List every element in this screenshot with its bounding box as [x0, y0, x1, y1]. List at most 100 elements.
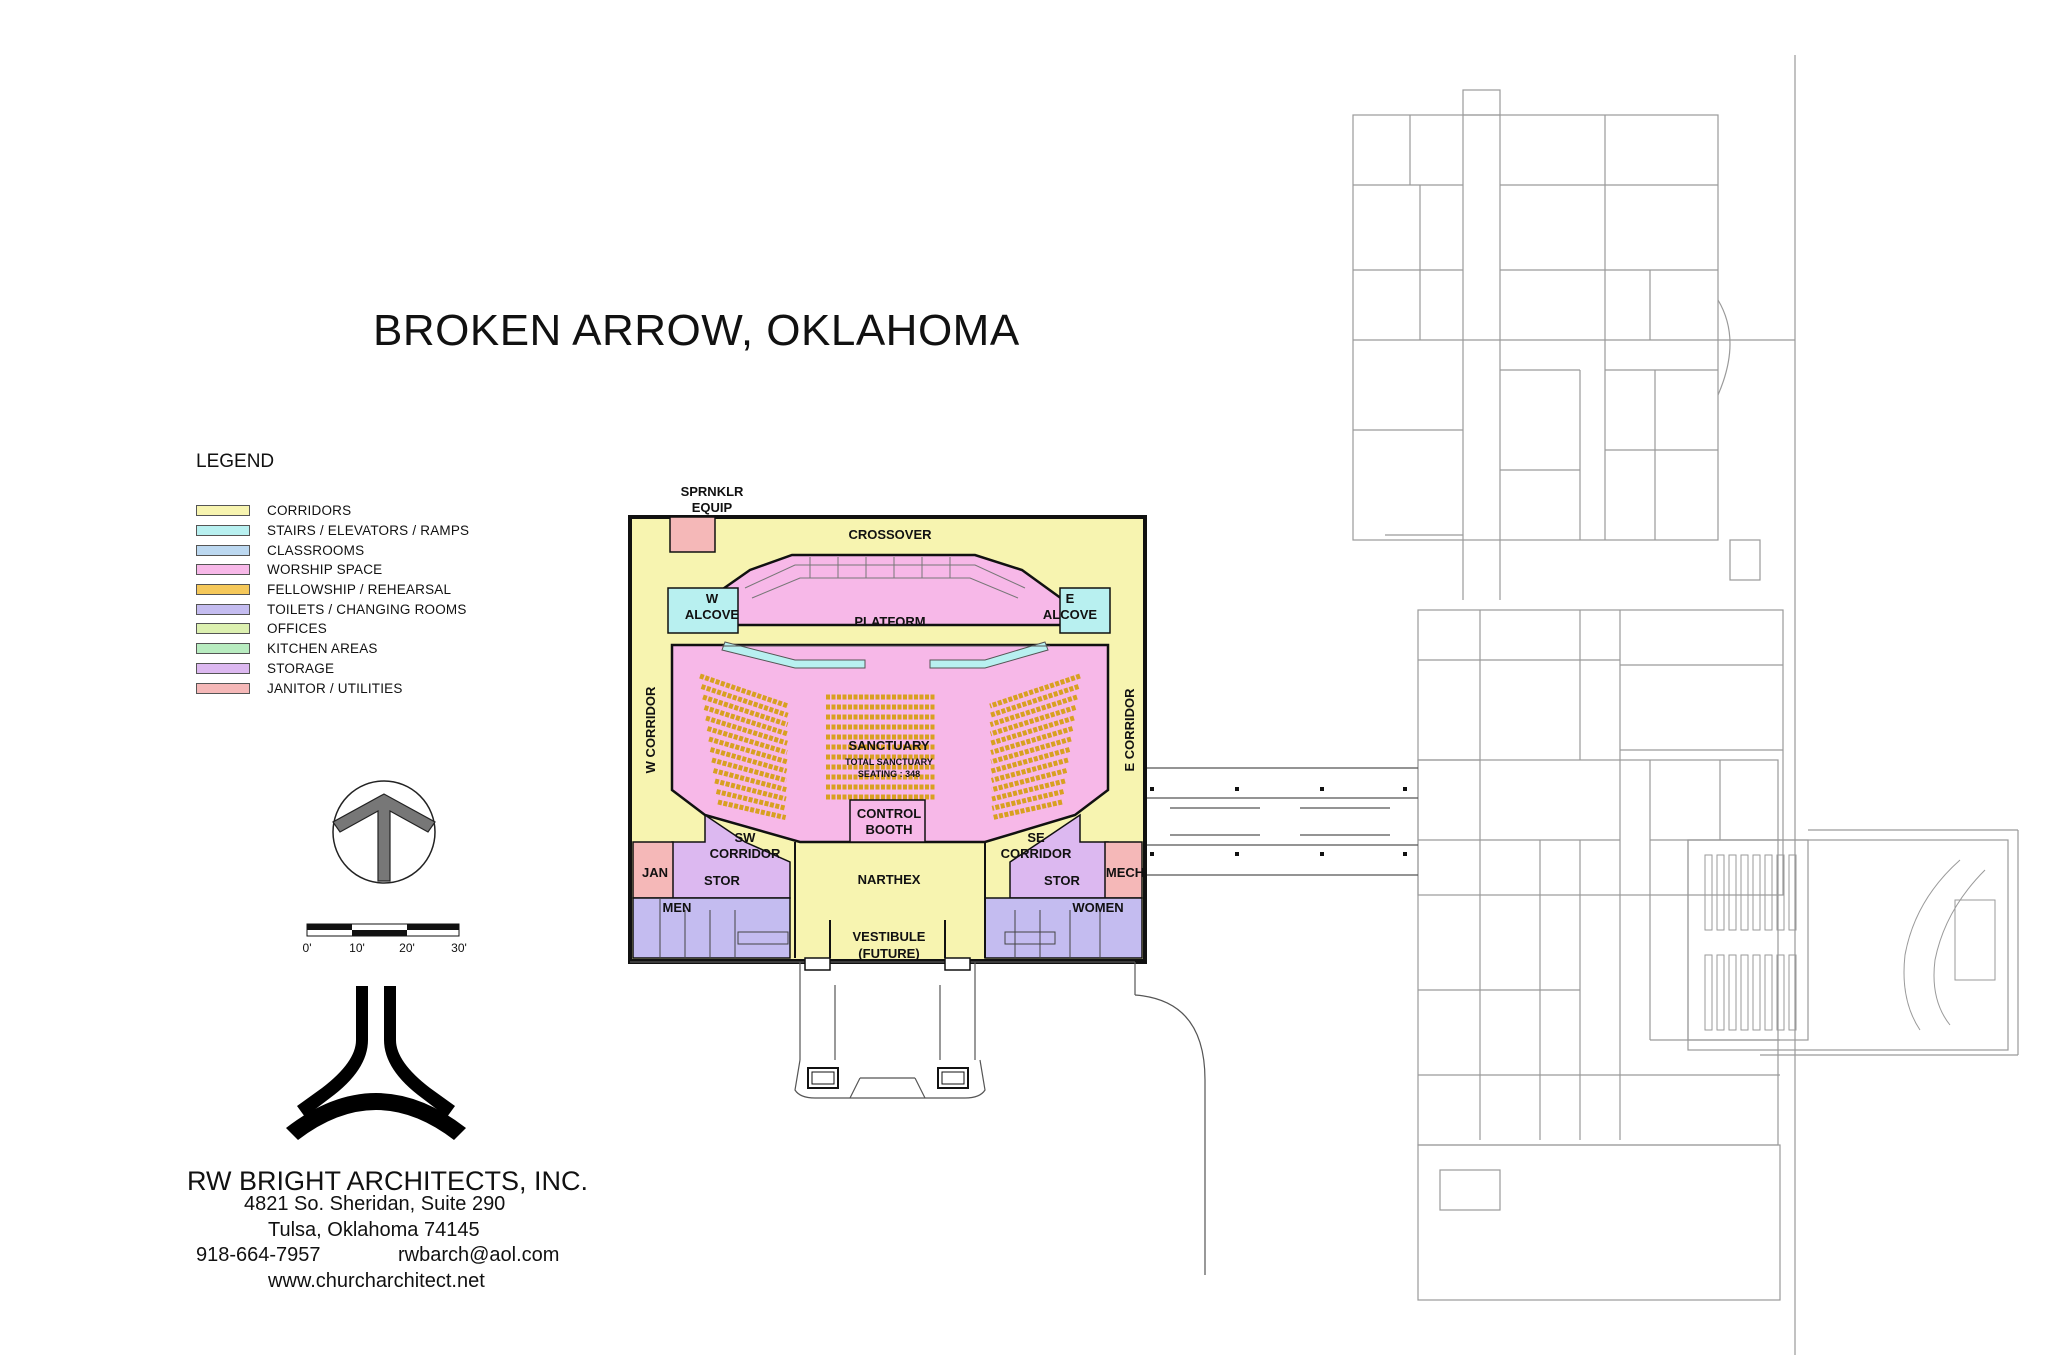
- pew: [1716, 854, 1725, 931]
- legend-item: KITCHEN AREAS: [196, 639, 469, 659]
- legend-swatch: [196, 603, 250, 615]
- seat-row: [717, 799, 787, 821]
- label-booth: BOOTH: [866, 822, 913, 837]
- legend-item: JANITOR / UTILITIES: [196, 678, 469, 698]
- connector-columns: [1150, 787, 1407, 856]
- legend-swatch: [196, 564, 250, 576]
- scale-tick-30: 30': [451, 941, 467, 955]
- label-sanctuary: SANCTUARY: [848, 738, 929, 753]
- pew: [1704, 854, 1713, 931]
- platform-area: [688, 553, 1082, 627]
- pew: [1752, 854, 1761, 931]
- label-sw: SW: [735, 830, 757, 845]
- legend-swatch: [196, 682, 250, 694]
- seat-row: [703, 705, 789, 737]
- scale-tick-20: 20': [399, 941, 415, 955]
- seat-row: [702, 694, 789, 727]
- legend-label: STAIRS / ELEVATORS / RAMPS: [267, 523, 470, 539]
- seat-row: [990, 757, 1069, 783]
- pew: [1764, 954, 1773, 1031]
- seat-row: [991, 778, 1066, 802]
- north-arrow-icon: [332, 780, 436, 884]
- firm-logo: [286, 986, 466, 1140]
- pew: [1776, 854, 1785, 931]
- label-sw-corridor: CORRIDOR: [710, 846, 781, 861]
- seat-row: [699, 673, 789, 709]
- pew: [1704, 854, 1713, 931]
- legend-swatch: [196, 623, 250, 635]
- label-w-corridor: W CORRIDOR: [643, 686, 658, 773]
- sanctuary-seating: [699, 673, 1081, 821]
- label-sprinkler-equip: EQUIP: [692, 500, 733, 515]
- label-sanctuary-seating: SEATING : 348: [858, 769, 920, 779]
- legend-label: CORRIDORS: [267, 503, 352, 519]
- legend-item: CLASSROOMS: [196, 540, 469, 560]
- label-control: CONTROL: [857, 806, 921, 821]
- seat-row: [708, 736, 788, 765]
- firm-address-line2: Tulsa, Oklahoma 74145: [268, 1219, 480, 1241]
- pew: [1764, 854, 1773, 931]
- pew: [1716, 954, 1725, 1031]
- existing-chapel-pews: [1704, 854, 1797, 1031]
- w-alcove: [667, 587, 739, 634]
- drawing-title: BROKEN ARROW, OKLAHOMA: [373, 306, 1020, 355]
- entrance-canopy: [630, 961, 1206, 1275]
- pew: [1788, 854, 1797, 931]
- seat-row: [990, 726, 1074, 755]
- label-stor-w: STOR: [704, 873, 740, 888]
- pew: [1704, 954, 1713, 1031]
- legend-item: TOILETS / CHANGING ROOMS: [196, 599, 469, 619]
- firm-phone: 918-664-7957: [196, 1244, 321, 1266]
- label-se-corridor: CORRIDOR: [1001, 846, 1072, 861]
- legend-item: STAIRS / ELEVATORS / RAMPS: [196, 521, 469, 541]
- pew: [1704, 954, 1713, 1031]
- seat-row: [990, 736, 1072, 765]
- seat-row: [991, 768, 1068, 793]
- legend-item: FELLOWSHIP / REHEARSAL: [196, 580, 469, 600]
- label-w-alcove: ALCOVE: [685, 607, 740, 622]
- pew: [1764, 954, 1773, 1031]
- pew: [1728, 954, 1737, 1031]
- pew: [1728, 854, 1737, 931]
- narthex-walls: [794, 842, 986, 958]
- pew: [1716, 854, 1725, 931]
- seat-row: [714, 778, 787, 802]
- seat-row: [706, 726, 788, 755]
- legend-label: OFFICES: [267, 621, 327, 637]
- pew: [1776, 954, 1785, 1031]
- pew: [1788, 954, 1797, 1031]
- legend-swatch: [196, 505, 250, 517]
- scale-bar: 0' 10' 20' 30': [303, 923, 467, 955]
- seat-row: [990, 715, 1075, 746]
- seat-row: [991, 799, 1063, 821]
- existing-building: [1352, 55, 2019, 1355]
- pew: [1716, 954, 1725, 1031]
- pew: [1740, 954, 1749, 1031]
- label-sprinkler: SPRNKLR: [681, 484, 744, 499]
- control-booth: [849, 799, 926, 843]
- legend-label: CLASSROOMS: [267, 542, 365, 558]
- label-vestibule: VESTIBULE: [853, 929, 926, 944]
- seat-row: [989, 684, 1080, 718]
- choir-risers: [744, 557, 1026, 599]
- scale-tick-0: 0': [303, 941, 312, 955]
- label-w-alcove-letter: W: [706, 591, 719, 606]
- restroom-fixtures: [659, 898, 1101, 958]
- pew: [1752, 854, 1761, 931]
- label-crossover: CROSSOVER: [848, 527, 932, 542]
- legend-label: WORSHIP SPACE: [267, 562, 383, 578]
- legend-swatch: [196, 643, 250, 655]
- label-mech: MECH: [1106, 865, 1144, 880]
- seat-row: [989, 705, 1077, 737]
- firm-email[interactable]: rwbarch@aol.com: [398, 1244, 560, 1266]
- legend: CORRIDORS STAIRS / ELEVATORS / RAMPS CLASS…: [196, 501, 469, 698]
- existing-chapel-platform: [1903, 859, 1996, 1031]
- seat-row: [990, 747, 1071, 774]
- firm-website[interactable]: www.churcharchitect.net: [268, 1270, 485, 1292]
- connector-link: [1145, 767, 1418, 876]
- sprinkler-room: [669, 516, 716, 553]
- label-platform: PLATFORM: [854, 614, 925, 629]
- legend-item: OFFICES: [196, 619, 469, 639]
- men-room: [632, 897, 791, 959]
- legend-swatch: [196, 544, 250, 556]
